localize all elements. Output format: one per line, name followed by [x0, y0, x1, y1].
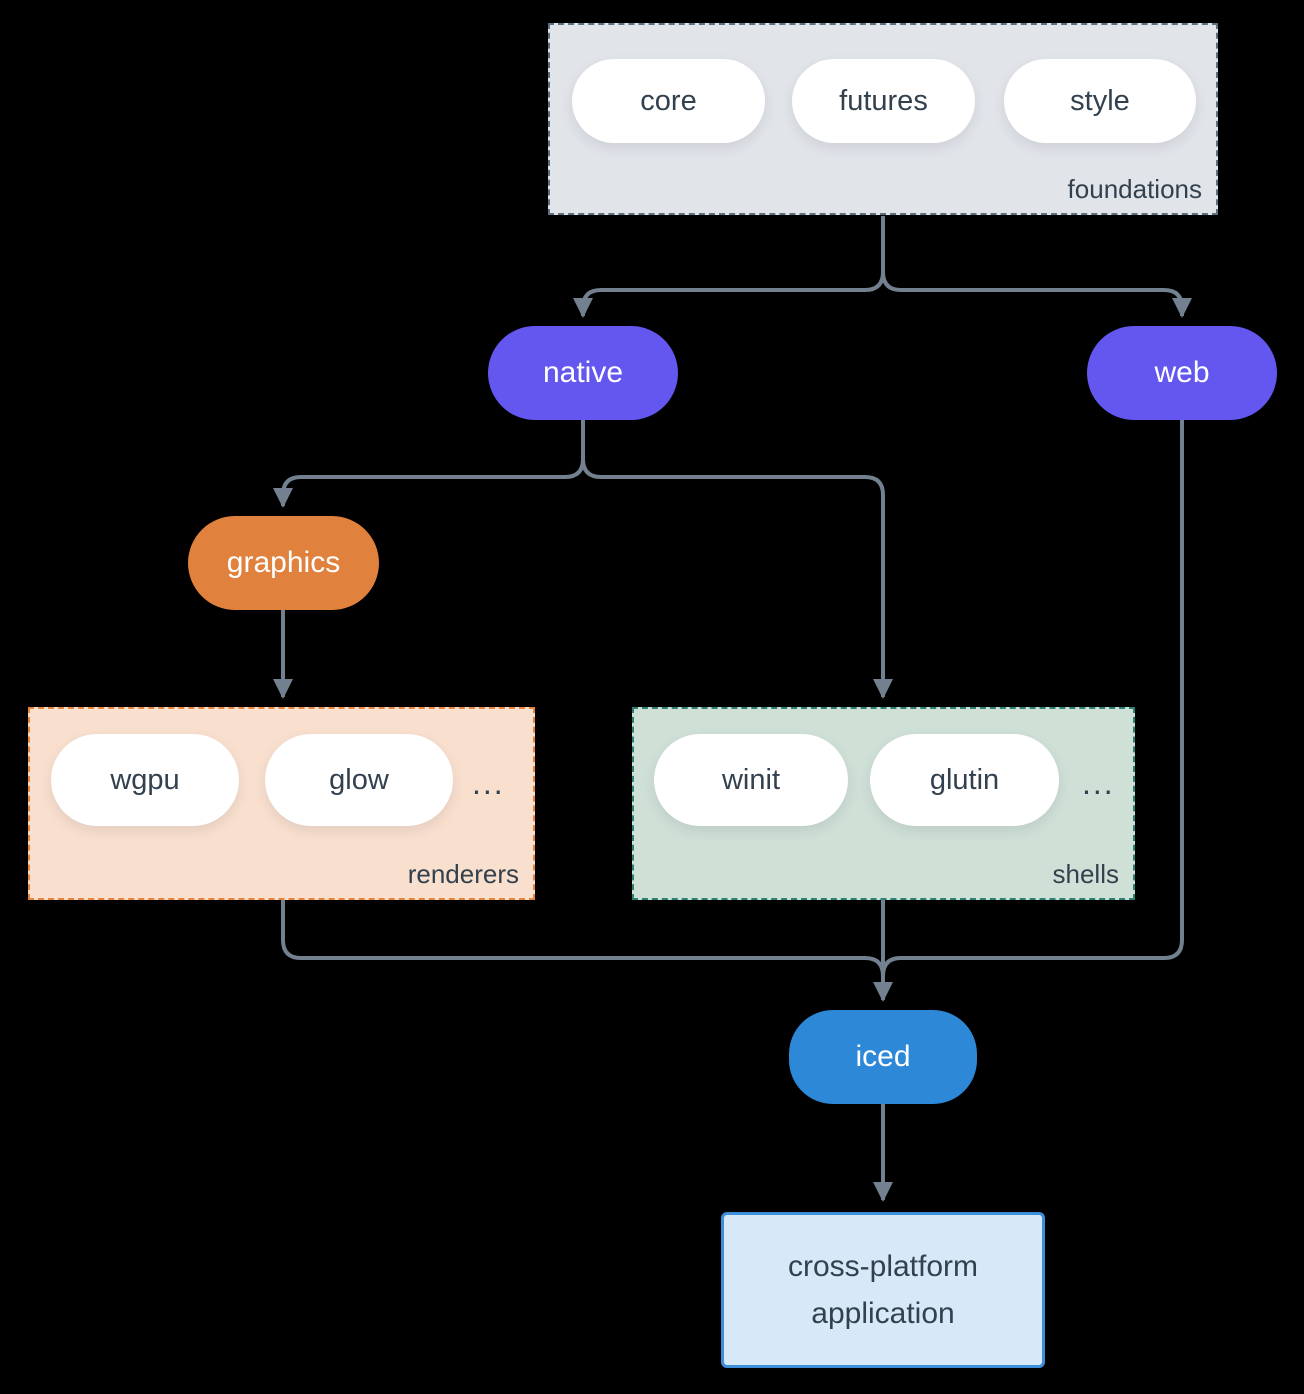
node-style: style	[1004, 59, 1196, 143]
node-native-label: native	[542, 356, 624, 389]
node-web-label: web	[1154, 356, 1210, 389]
node-winit: winit	[654, 734, 848, 826]
group-shells: winit glutin ... shells	[632, 707, 1135, 900]
node-core-label: core	[640, 84, 697, 117]
node-wgpu-label: wgpu	[110, 763, 180, 796]
node-core: core	[572, 59, 765, 143]
group-shells-label: shells	[1052, 859, 1119, 889]
node-web: web	[1087, 326, 1277, 420]
node-graphics-label: graphics	[226, 546, 341, 579]
edge-native-shells	[581, 420, 893, 699]
node-futures-label: futures	[839, 84, 928, 117]
node-futures: futures	[792, 59, 975, 143]
node-wgpu: wgpu	[51, 734, 239, 826]
shells-ellipsis: ...	[1082, 765, 1115, 801]
group-renderers-label: renderers	[407, 859, 519, 889]
renderers-ellipsis: ...	[472, 765, 505, 801]
application-label-line2: application	[811, 1297, 955, 1330]
node-native: native	[488, 326, 678, 420]
node-graphics: graphics	[188, 516, 379, 610]
application-label-line1: cross-platform	[787, 1250, 979, 1283]
edge-renderers-merge	[281, 900, 885, 977]
node-style-label: style	[1070, 84, 1130, 117]
edge-native-graphics	[273, 420, 585, 508]
group-renderers: wgpu glow ... renderers	[28, 707, 535, 900]
node-iced-label: iced	[855, 1040, 911, 1073]
group-foundations: core futures style foundations	[548, 23, 1218, 215]
node-cross-platform-application: cross-platform application	[721, 1212, 1045, 1368]
node-glutin: glutin	[870, 734, 1059, 826]
node-glow: glow	[265, 734, 453, 826]
node-winit-label: winit	[721, 763, 780, 796]
group-foundations-label: foundations	[1067, 174, 1202, 204]
node-iced: iced	[789, 1010, 977, 1104]
node-glow-label: glow	[329, 763, 389, 796]
node-glutin-label: glutin	[929, 763, 1000, 796]
edge-foundations-web	[881, 216, 1192, 318]
edge-foundations-native	[573, 216, 885, 318]
